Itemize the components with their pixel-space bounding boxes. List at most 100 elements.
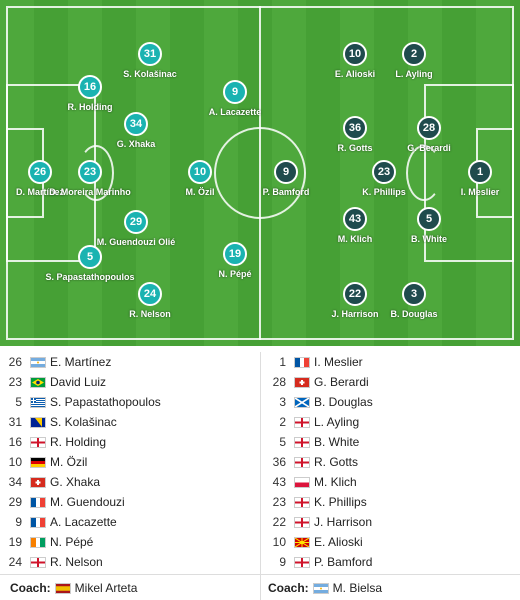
player-name-link[interactable]: M. Özil (50, 455, 88, 469)
pitch-player-name: S. Papastathopoulos (45, 272, 135, 282)
lineup-row[interactable]: 34 G. Xhaka (0, 472, 256, 492)
pitch-player-e-alioski[interactable]: 10 E. Alioski (295, 42, 415, 79)
pitch-player-name: G. Berardi (407, 143, 451, 153)
player-name-link[interactable]: S. Kolašinac (50, 415, 117, 429)
player-name-link[interactable]: N. Pépé (50, 535, 94, 549)
lineup-row[interactable]: 5 S. Papastathopoulos (0, 392, 256, 412)
shirt-number-badge: 31 (138, 42, 162, 66)
player-name-link[interactable]: R. Holding (50, 435, 107, 449)
shirt-number-badge: 9 (223, 80, 247, 104)
player-name-link[interactable]: L. Ayling (314, 415, 360, 429)
shirt-number-badge: 19 (223, 242, 247, 266)
macedonia-flag-icon (294, 536, 310, 548)
player-number: 43 (272, 475, 286, 489)
lineup-row[interactable]: 22 J. Harrison (264, 512, 520, 532)
pitch-player-name: J. Harrison (331, 309, 379, 319)
player-number: 23 (272, 495, 286, 509)
shirt-number-badge: 1 (468, 160, 492, 184)
player-name-link[interactable]: J. Harrison (314, 515, 373, 529)
lineup-row[interactable]: 43 M. Klich (264, 472, 520, 492)
player-name-link[interactable]: M. Klich (314, 475, 357, 489)
pitch-player-name: E. Alioski (334, 69, 376, 79)
player-number: 5 (279, 435, 286, 449)
shirt-number-badge: 43 (343, 207, 367, 231)
shirt-number-badge: 10 (343, 42, 367, 66)
england-flag-icon (294, 556, 310, 568)
player-name-link[interactable]: P. Bamford (314, 555, 373, 569)
lineup-row[interactable]: 5 B. White (264, 432, 520, 452)
player-name-link[interactable]: David Luiz (50, 375, 107, 389)
player-name-link[interactable]: S. Papastathopoulos (50, 395, 161, 409)
player-name-link[interactable]: K. Phillips (314, 495, 367, 509)
shirt-number-badge: 10 (188, 160, 212, 184)
player-name-link[interactable]: B. Douglas (314, 395, 373, 409)
player-name-link[interactable]: E. Alioski (314, 535, 363, 549)
pitch-player-m-zil[interactable]: 10 M. Özil (140, 160, 260, 197)
player-name-link[interactable]: I. Meslier (314, 355, 363, 369)
player-name-link[interactable]: R. Nelson (50, 555, 103, 569)
pitch-player-name: L. Ayling (395, 69, 433, 79)
player-number: 5 (15, 395, 22, 409)
player-name-link[interactable]: R. Gotts (314, 455, 359, 469)
player-name-link[interactable]: E. Martínez (50, 355, 112, 369)
player-name-link[interactable]: A. Lacazette (50, 515, 117, 529)
france-flag-icon (294, 356, 310, 368)
player-number: 26 (8, 355, 22, 369)
england-flag-icon (294, 416, 310, 428)
player-name-link[interactable]: G. Xhaka (50, 475, 101, 489)
lineup-row[interactable]: 3 B. Douglas (264, 392, 520, 412)
player-number: 22 (272, 515, 286, 529)
player-number: 34 (8, 475, 22, 489)
player-name-link[interactable]: M. Guendouzi (50, 495, 125, 509)
ivorycoast-flag-icon (30, 536, 46, 548)
home-coach-name: Mikel Arteta (74, 581, 138, 595)
france-flag-icon (30, 496, 46, 508)
player-number: 3 (279, 395, 286, 409)
player-name-link[interactable]: G. Berardi (314, 375, 369, 389)
lineup-row[interactable]: 26 E. Martínez (0, 352, 256, 372)
player-name-link[interactable]: B. White (314, 435, 360, 449)
pitch-player-name: R. Gotts (337, 143, 373, 153)
pitch-player-name: K. Phillips (362, 187, 406, 197)
switzerland-flag-icon (294, 376, 310, 388)
pitch-player-name: M. Özil (185, 187, 215, 197)
lineup-row[interactable]: 23 K. Phillips (264, 492, 520, 512)
shirt-number-badge: 23 (78, 160, 102, 184)
